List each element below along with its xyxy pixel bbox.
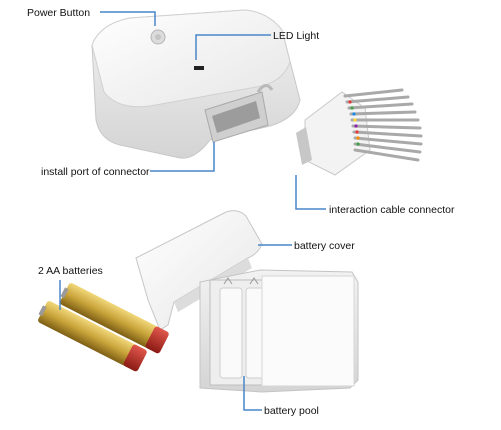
label-interaction-cable: interaction cable connector: [329, 204, 455, 216]
label-battery-cover: battery cover: [294, 240, 355, 252]
label-battery-pool: battery pool: [264, 405, 319, 417]
led-light-icon: [194, 66, 204, 70]
leader-power-button: [100, 11, 156, 26]
label-led-light: LED Light: [273, 30, 320, 42]
leader-install-port: [150, 142, 215, 172]
label-batteries: 2 AA batteries: [38, 265, 103, 277]
label-power-button: Power Button: [27, 7, 91, 19]
leader-battery-pool: [243, 376, 262, 411]
battery-tray-icon: [199, 269, 359, 393]
multi-pin-connector-icon: [296, 88, 423, 176]
power-button-center: [155, 34, 161, 40]
aa-battery-icon: [38, 283, 169, 372]
leader-interaction-cable: [295, 175, 326, 210]
label-install-port: install port of connector: [41, 166, 150, 178]
leader-led-light: [195, 34, 271, 60]
device-box-icon: [91, 9, 301, 159]
leader-lines: [59, 11, 326, 411]
